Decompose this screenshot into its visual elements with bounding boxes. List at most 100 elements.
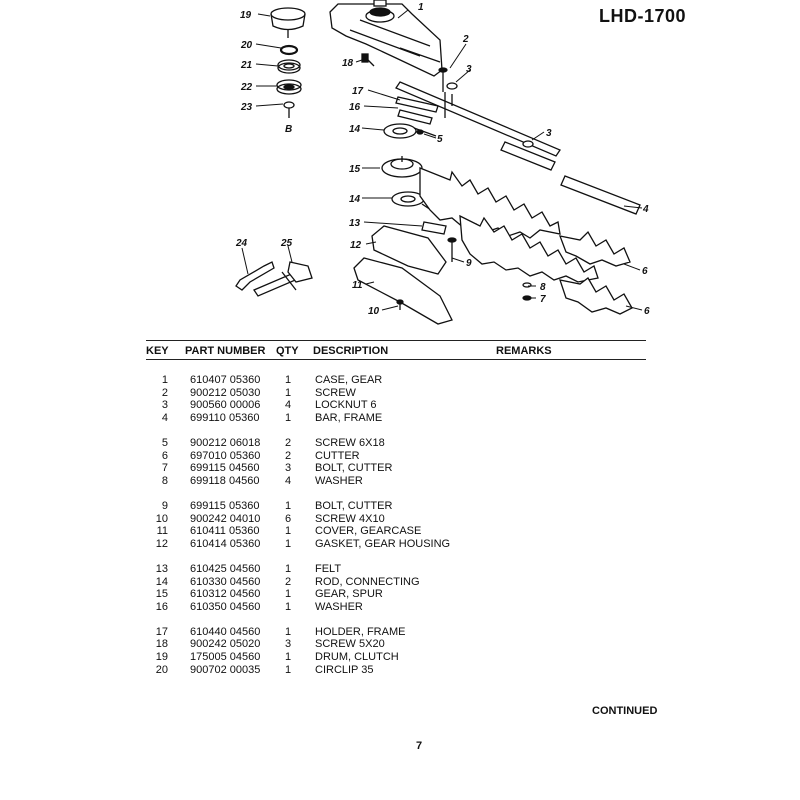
key-cell: 10 xyxy=(155,512,168,525)
description-cell: CIRCLIP 35 xyxy=(315,663,374,676)
key-cell: 20 xyxy=(155,663,168,676)
key-cell: 18 xyxy=(155,638,168,651)
qty-cell: 1 xyxy=(284,411,292,424)
part-number-cell: 699118 04560 xyxy=(190,474,260,487)
key-cell: 4 xyxy=(161,411,168,424)
table-header-rule xyxy=(146,359,646,360)
key-cell: 19 xyxy=(155,651,168,664)
model-number: LHD-1700 xyxy=(598,6,686,26)
callout-4: 4 xyxy=(642,204,649,215)
qty-cell: 1 xyxy=(284,663,292,676)
qty-cell: 1 xyxy=(284,625,292,638)
key-cell: 17 xyxy=(155,625,168,638)
qty-cell: 1 xyxy=(284,651,292,664)
header-part-number: PART NUMBER xyxy=(185,345,266,357)
qty-cell: 1 xyxy=(284,525,292,538)
callout-20: 20 xyxy=(240,40,253,51)
key-cell: 6 xyxy=(161,449,168,462)
part-number-cell: 610330 04560 xyxy=(190,575,261,588)
part-number-cell: 900242 04010 xyxy=(190,512,261,525)
callout-12: 12 xyxy=(350,240,362,251)
qty-cell: 1 xyxy=(284,374,292,386)
qty-cell: 1 xyxy=(284,600,292,613)
description-cell: CASE, GEAR xyxy=(315,374,383,386)
gasket-drawing xyxy=(371,225,447,275)
gearcase-cover-drawing xyxy=(353,257,453,325)
description-cell: FELT xyxy=(315,562,342,575)
header-remarks: REMARKS xyxy=(496,345,552,357)
description-cell: COVER, GEARCASE xyxy=(315,525,422,538)
key-cell: 12 xyxy=(155,537,168,550)
qty-cell: 1 xyxy=(284,386,292,399)
key-cell: 2 xyxy=(161,386,168,399)
table-row: 10 900242 04010 6 SCREW 4X10 xyxy=(0,513,800,526)
description-cell: GEAR, SPUR xyxy=(315,588,383,601)
description-cell: WASHER xyxy=(315,474,363,487)
hardware-drawing xyxy=(361,53,534,310)
description-cell: SCREW 5X20 xyxy=(315,638,385,651)
qty-cell: 1 xyxy=(284,562,292,575)
callout-17: 17 xyxy=(352,86,364,97)
callout-7: 7 xyxy=(540,294,546,305)
callout-labels: 1 2 3 3 4 5 6 6 7 8 9 10 11 12 13 14 14 … xyxy=(235,2,650,317)
callout-15: 15 xyxy=(349,164,361,175)
qty-cell: 3 xyxy=(284,638,292,651)
callout-21: 21 xyxy=(240,60,253,71)
qty-cell: 2 xyxy=(284,575,292,588)
group-spacer xyxy=(0,424,800,437)
callout-18: 18 xyxy=(342,58,354,69)
key-cell: 8 xyxy=(161,474,168,487)
part-number-cell: 610411 05360 xyxy=(190,525,260,538)
part-number-cell: 610425 04560 xyxy=(190,562,261,575)
group-spacer xyxy=(0,613,800,626)
part-number-cell: 610414 05360 xyxy=(190,537,261,550)
qty-cell: 6 xyxy=(284,512,292,525)
part-number-cell: 610440 04560 xyxy=(190,625,261,638)
callout-8: 8 xyxy=(540,282,546,293)
qty-cell: 1 xyxy=(284,588,292,601)
callout-10: 10 xyxy=(368,306,380,317)
cutter-blades-drawing xyxy=(419,167,633,315)
part-number-cell: 900560 00006 xyxy=(190,399,261,412)
group-spacer xyxy=(0,487,800,500)
qty-cell: 2 xyxy=(284,436,292,449)
callout-19: 19 xyxy=(240,10,252,21)
callout-22: 22 xyxy=(240,82,253,93)
header-description: DESCRIPTION xyxy=(313,345,389,357)
page-number: 7 xyxy=(416,740,423,752)
part-number-cell: 175005 04560 xyxy=(190,651,261,664)
qty-cell: 4 xyxy=(284,399,292,412)
callout-9: 9 xyxy=(466,258,472,269)
description-cell: LOCKNUT 6 xyxy=(315,399,377,412)
description-cell: CUTTER xyxy=(315,449,360,462)
key-cell: 15 xyxy=(155,588,168,601)
description-cell: DRUM, CLUTCH xyxy=(315,651,399,664)
felt-drawing xyxy=(421,221,447,235)
callout-25: 25 xyxy=(280,238,293,249)
part-number-cell: 900242 05020 xyxy=(190,638,261,651)
header-key: KEY xyxy=(146,345,169,357)
qty-cell: 2 xyxy=(284,449,292,462)
description-cell: BOLT, CUTTER xyxy=(315,462,393,475)
part-number-cell: 699115 05360 xyxy=(190,499,260,512)
description-cell: HOLDER, FRAME xyxy=(315,625,406,638)
frame-bar-drawing xyxy=(395,81,641,215)
table-top-rule xyxy=(146,340,646,341)
key-cell: 16 xyxy=(155,600,168,613)
part-number-cell: 900212 06018 xyxy=(190,436,261,449)
header-qty: QTY xyxy=(276,345,299,357)
description-cell: BOLT, CUTTER xyxy=(315,499,393,512)
description-cell: SCREW 4X10 xyxy=(315,512,385,525)
qty-cell: 4 xyxy=(284,474,292,487)
table-row: 18 900242 05020 3 SCREW 5X20 xyxy=(0,638,800,651)
